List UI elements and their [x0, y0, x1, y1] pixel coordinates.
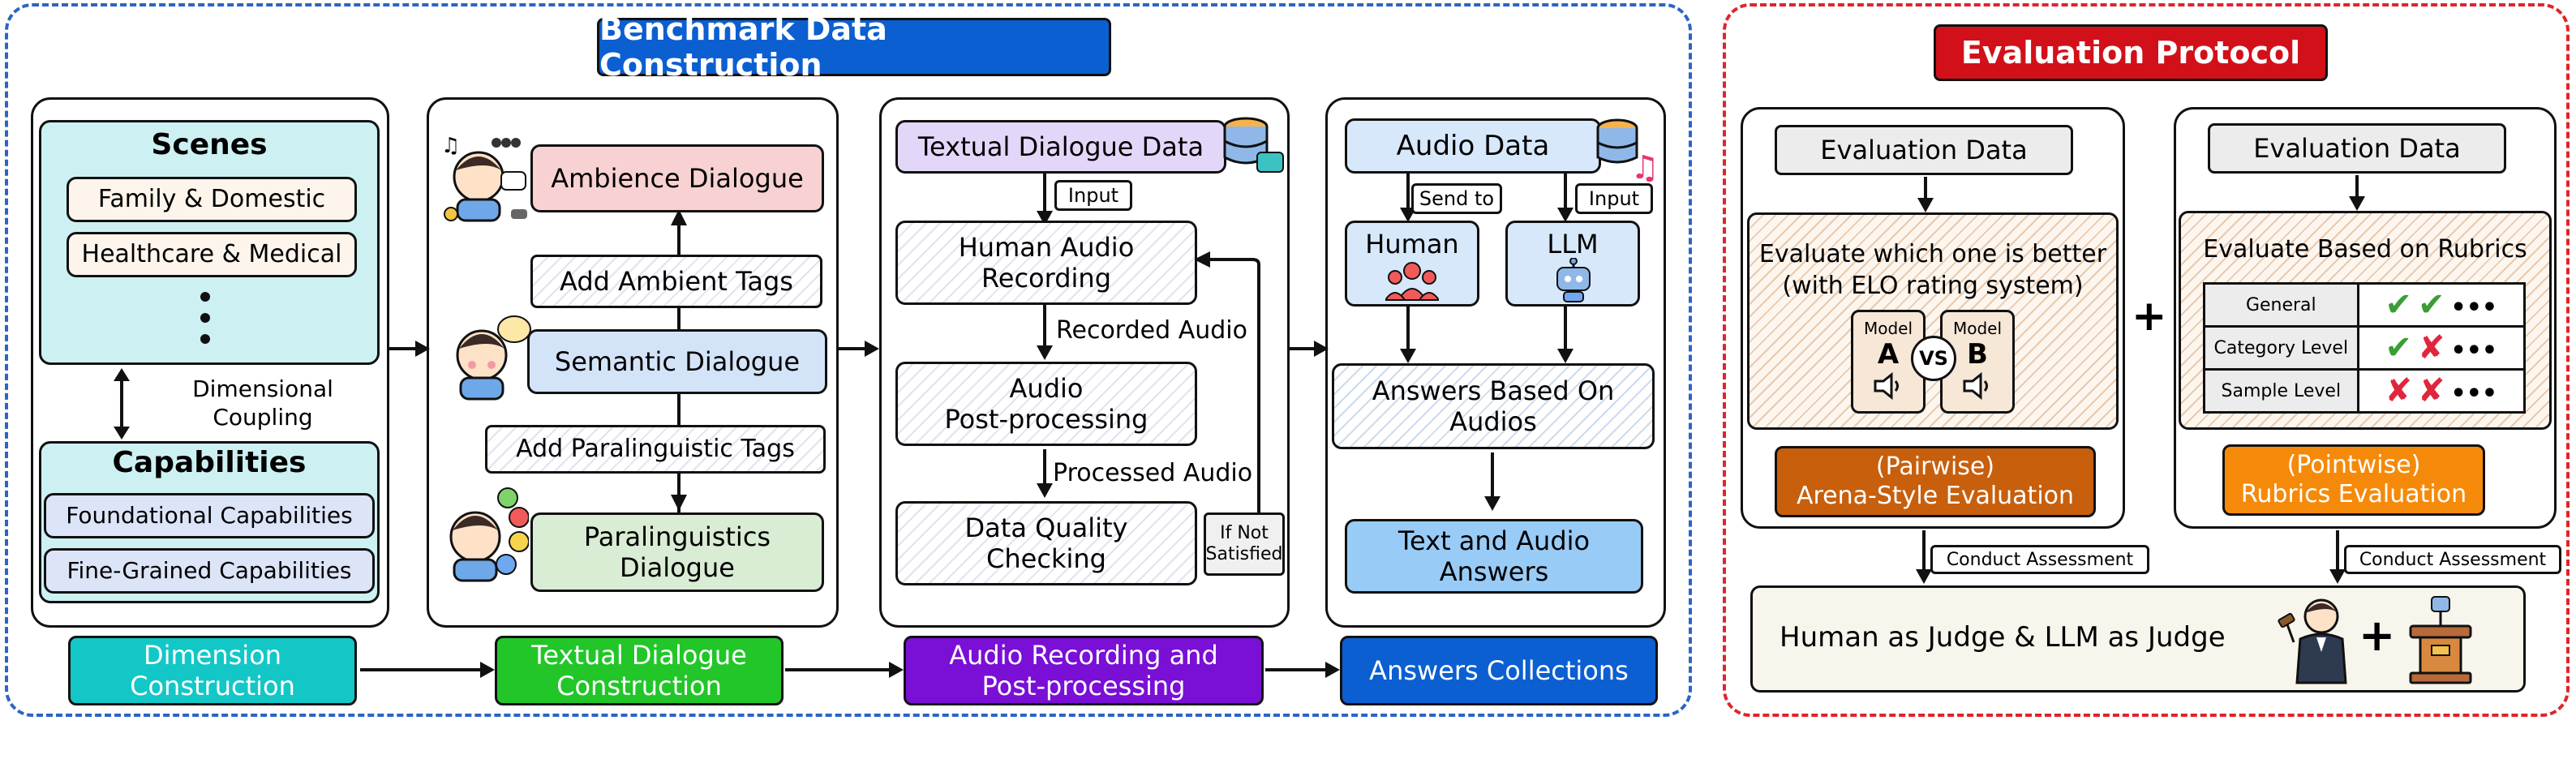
check-icon: ✔ — [2418, 286, 2445, 324]
check-icon: ✔ — [2385, 286, 2413, 324]
rubric-row: Category Level ✔ ✘ ••• — [2203, 325, 2527, 371]
if-not-satisfied-tag: If Not Satisfied — [1204, 512, 1285, 576]
paralinguistics-dialogue-box: Paralinguistics Dialogue — [530, 512, 824, 592]
capability-fine-grained: Fine-Grained Capabilities — [44, 548, 375, 594]
audio-flow-lines — [1037, 174, 1260, 512]
benchmark-title: Benchmark Data Construction — [597, 11, 1111, 83]
stage-arrows — [360, 662, 1340, 678]
data-quality-checking-box: Data Quality Checking — [895, 501, 1197, 585]
rubric-marks: ✔ ✔ ••• — [2356, 282, 2527, 328]
plus-sign: + — [2132, 292, 2167, 341]
svg-text:♫: ♫ — [441, 134, 460, 158]
evaluation-title: Evaluation Protocol — [1934, 24, 2328, 81]
more-dots: ••• — [2450, 294, 2498, 322]
database-icon — [1223, 117, 1284, 173]
pointwise-method: (Pointwise) Rubrics Evaluation — [2222, 444, 2485, 516]
pairwise-question: Evaluate which one is better (with ELO r… — [1758, 240, 2107, 300]
human-audio-recording-box: Human Audio Recording — [895, 221, 1197, 305]
person-icon — [456, 315, 531, 401]
judge-icon — [2278, 598, 2347, 684]
panel-arrows — [389, 341, 1329, 357]
people-icon — [1385, 262, 1439, 301]
model-a-label: Model — [1863, 319, 1913, 338]
model-b-label: Model — [1952, 319, 2003, 338]
judge-box — [1750, 585, 2526, 693]
person-icon: ♫ — [441, 134, 527, 222]
audio-post-processing-box: Audio Post-processing — [895, 362, 1197, 446]
pairwise-method: (Pairwise) Arena-Style Evaluation — [1775, 446, 2096, 517]
semantic-dialogue-box: Semantic Dialogue — [527, 329, 827, 394]
rubric-marks: ✔ ✘ ••• — [2356, 325, 2527, 371]
stage-dimension-construction: Dimension Construction — [68, 636, 357, 705]
scene-item-family: Family & Domestic — [67, 177, 357, 222]
ambience-dialogue-box: Ambience Dialogue — [530, 144, 824, 212]
conduct-assessment-right: Conduct Assessment — [2344, 545, 2561, 574]
pairwise-question-box — [1747, 212, 2119, 430]
rubric-row: General ✔ ✔ ••• — [2203, 282, 2527, 328]
textual-dialogue-data-box: Textual Dialogue Data — [895, 120, 1226, 174]
speaker-icon — [1963, 371, 1988, 400]
send-to-tag: Send to — [1411, 183, 1502, 214]
cross-icon: ✘ — [2385, 372, 2413, 410]
coupling-label: Dimensional Coupling — [192, 375, 333, 431]
capability-foundational: Foundational Capabilities — [44, 493, 375, 538]
model-b-name: B — [1967, 338, 1988, 371]
judge-plus: + — [2359, 610, 2396, 661]
rubric-name: General — [2203, 282, 2359, 328]
speaker-icon — [1874, 371, 1899, 400]
scenes-more — [193, 289, 217, 354]
answers-based-on-audios-box: Answers Based On Audios — [1332, 363, 1655, 449]
rubric-name: Sample Level — [2203, 368, 2359, 414]
benchmark-section — [5, 3, 1692, 717]
check-icon: ✔ — [2385, 329, 2413, 367]
pointwise-question: Evaluate Based on Rubrics — [2203, 235, 2527, 264]
conduct-arrows — [1916, 530, 2346, 584]
conduct-assessment-left: Conduct Assessment — [1930, 545, 2149, 574]
vs-badge: VS — [1911, 336, 1956, 381]
pointwise-arrow — [2349, 175, 2365, 211]
database-icon: ♫ — [1596, 118, 1659, 182]
stage-audio-recording: Audio Recording and Post-processing — [904, 636, 1264, 705]
rubric-name: Category Level — [2203, 325, 2359, 371]
rubrics-table: General ✔ ✔ ••• Category Level ✔ ✘ ••• S… — [2203, 282, 2527, 414]
pairwise-evaluation-data: Evaluation Data — [1775, 125, 2073, 175]
input-tag-audio: Input — [1054, 180, 1132, 211]
model-a-name: A — [1877, 338, 1900, 371]
audio-data-box: Audio Data — [1345, 118, 1601, 174]
cross-icon: ✘ — [2418, 372, 2445, 410]
text-and-audio-answers-box: Text and Audio Answers — [1345, 519, 1643, 594]
judge-label: Human as Judge & LLM as Judge — [1780, 621, 2226, 654]
svg-text:♫: ♫ — [1630, 149, 1659, 182]
human-label: Human — [1365, 229, 1459, 259]
cross-icon: ✘ — [2418, 329, 2445, 367]
rubric-marks: ✘ ✘ ••• — [2356, 368, 2527, 414]
input-tag-llm: Input — [1575, 183, 1653, 214]
pairwise-arrow — [1917, 177, 1934, 212]
capabilities-title: Capabilities — [112, 446, 307, 479]
recorded-audio-label: Recorded Audio — [1056, 316, 1247, 345]
stage-textual-dialogue-construction: Textual Dialogue Construction — [495, 636, 784, 705]
scenes-title: Scenes — [151, 128, 268, 161]
llm-label: LLM — [1547, 229, 1599, 259]
person-icon — [449, 487, 529, 582]
more-dots: ••• — [2450, 337, 2498, 365]
coupling-arrow — [114, 368, 130, 440]
evaluation-section — [1723, 3, 2570, 717]
pointwise-evaluation-data: Evaluation Data — [2208, 123, 2506, 174]
podium-icon — [2409, 596, 2472, 684]
scene-item-healthcare: Healthcare & Medical — [67, 232, 357, 277]
add-paralinguistic-tags: Add Paralinguistic Tags — [485, 425, 826, 474]
stage-answers-collections: Answers Collections — [1340, 636, 1658, 705]
add-ambient-tags: Add Ambient Tags — [530, 255, 822, 308]
processed-audio-label: Processed Audio — [1053, 459, 1253, 487]
rubric-row: Sample Level ✘ ✘ ••• — [2203, 368, 2527, 414]
more-dots: ••• — [2450, 380, 2498, 408]
robot-icon — [1556, 258, 1591, 302]
